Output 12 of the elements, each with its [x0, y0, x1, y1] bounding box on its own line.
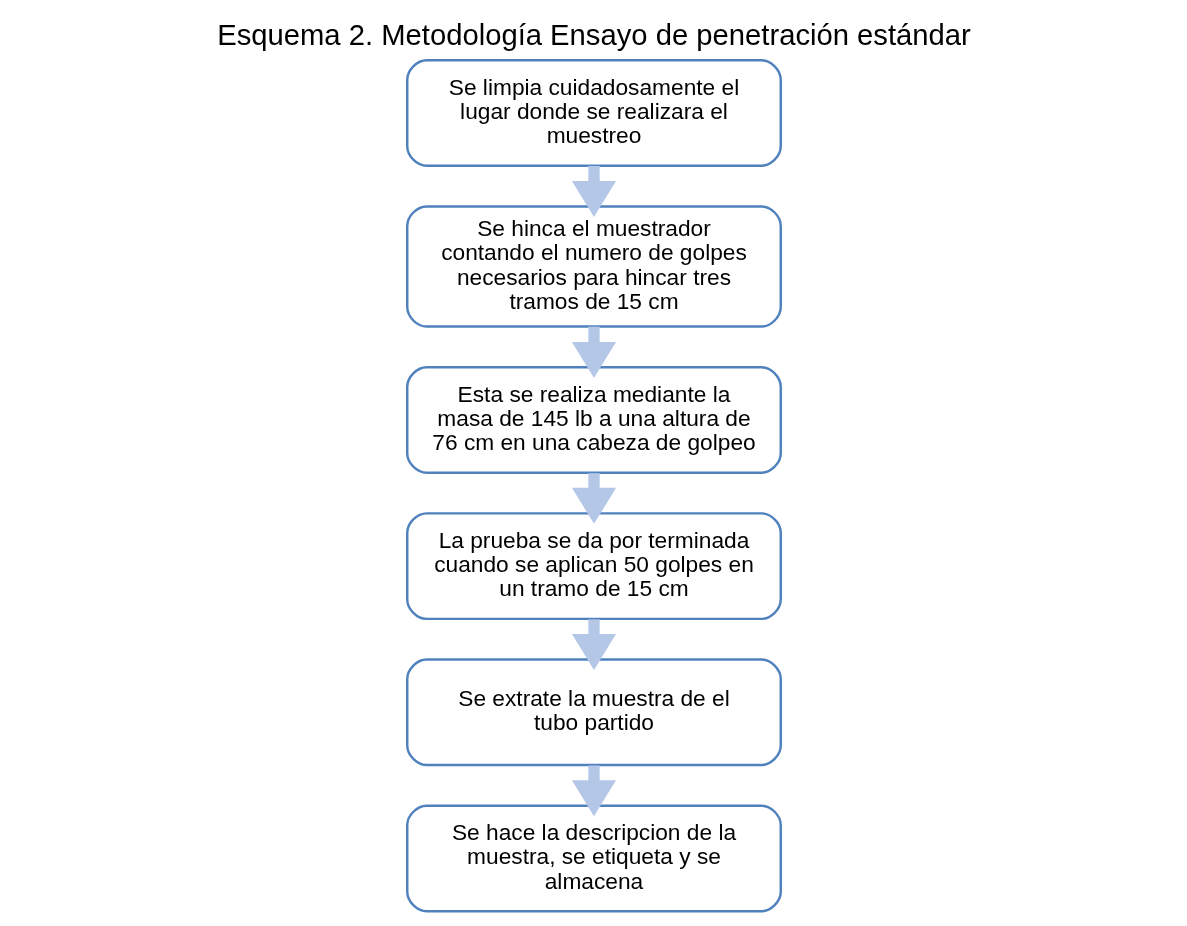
arrow [571, 619, 616, 670]
node-box: Se extrate la muestra de el tubo partido [405, 658, 782, 767]
arrow [571, 165, 616, 217]
node-box: Se limpia cuidadosamente el lugar donde se realizara el muestreo [405, 59, 782, 168]
node-box: Esta se realiza mediante la masa de 145 lb a una altura de 76 cm en una cabeza de golpeo [405, 365, 782, 474]
arrow [571, 326, 616, 378]
node-box: La prueba se da por terminada cuando se aplican 50 golpes en un tramo de 15 cm [405, 512, 782, 621]
node-box: Se hace la descripcion de la muestra, se etiqueta y se almacena [405, 804, 782, 913]
arrow [571, 473, 616, 524]
node-box: Se hinca el muestrador contando el numero de golpes necesarios para hincar tres tramos de 15 cm [405, 205, 782, 328]
arrow [571, 765, 616, 817]
diagram-title: Esquema 2. Metodología Ensayo de penetración estándar [216, 18, 971, 51]
